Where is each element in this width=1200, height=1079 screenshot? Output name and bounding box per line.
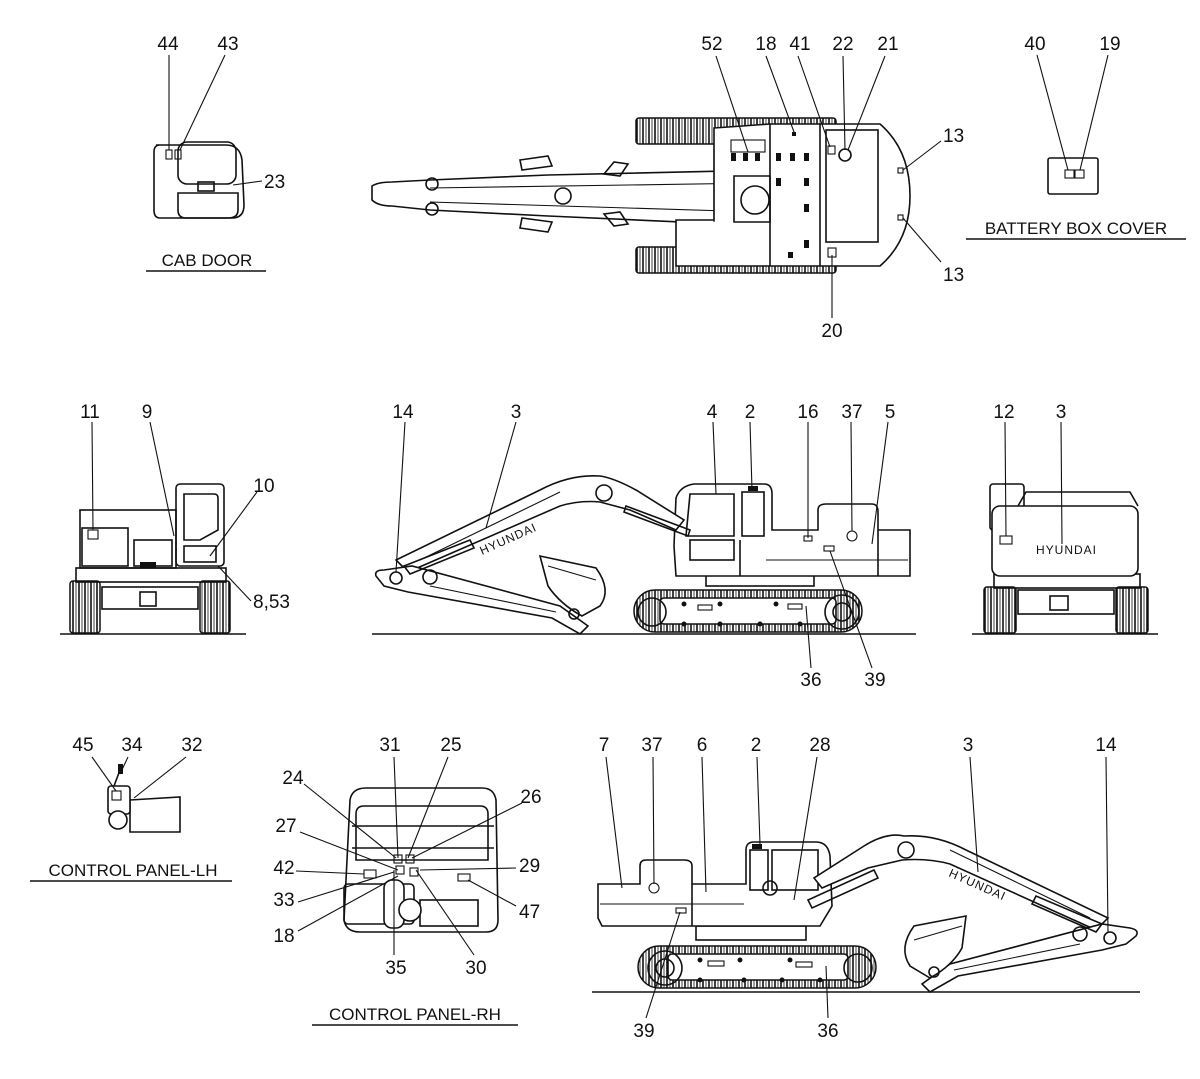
callout-top-13-lower: 13 bbox=[943, 265, 964, 286]
callout-cp-rh-27: 27 bbox=[275, 816, 296, 837]
callout-front-11: 11 bbox=[80, 402, 100, 423]
callout-cp-lh-45: 45 bbox=[72, 735, 93, 756]
bottom-side-view: HYUNDAI 7 37 6 2 28 3 14 39 36 bbox=[592, 735, 1140, 1042]
callout-cp-rh-26: 26 bbox=[520, 787, 541, 808]
callout-bottom-3: 3 bbox=[963, 735, 974, 756]
title-control-panel-lh: CONTROL PANEL-LH bbox=[48, 861, 217, 880]
callout-rear-12: 12 bbox=[993, 402, 1014, 423]
callout-cp-rh-47: 47 bbox=[519, 902, 540, 923]
brand-label-rear-view: HYUNDAI bbox=[1036, 543, 1097, 557]
title-cab-door: CAB DOOR bbox=[162, 251, 253, 270]
callout-bottom-2: 2 bbox=[751, 735, 762, 756]
callout-side-5: 5 bbox=[885, 402, 896, 423]
callout-cab-door-43: 43 bbox=[217, 34, 238, 55]
control-panel-lh-view: 45 34 32 CONTROL PANEL-LH bbox=[30, 735, 232, 882]
front-view: 11 9 10 8,53 bbox=[60, 402, 290, 635]
callout-front-8-53: 8,53 bbox=[253, 592, 290, 613]
callout-side-14: 14 bbox=[392, 402, 414, 423]
callout-cp-rh-30: 30 bbox=[465, 958, 486, 979]
callout-cp-rh-29: 29 bbox=[519, 856, 540, 877]
battery-box-cover-view: 40 19 BATTERY BOX COVER bbox=[966, 34, 1186, 240]
callout-bottom-6: 6 bbox=[697, 735, 708, 756]
callout-cp-rh-35: 35 bbox=[385, 958, 406, 979]
callout-top-52: 52 bbox=[701, 34, 722, 55]
side-view: HYUNDAI 14 3 4 2 16 37 5 36 39 bbox=[372, 402, 916, 691]
callout-bottom-36: 36 bbox=[817, 1021, 838, 1042]
title-battery-box-cover: BATTERY BOX COVER bbox=[985, 219, 1167, 238]
callout-bottom-7: 7 bbox=[599, 735, 610, 756]
callout-cab-door-44: 44 bbox=[157, 34, 179, 55]
callout-top-20: 20 bbox=[821, 321, 842, 342]
rear-view: HYUNDAI 12 3 bbox=[972, 402, 1158, 635]
callout-top-18: 18 bbox=[755, 34, 776, 55]
callout-battery-40: 40 bbox=[1024, 34, 1045, 55]
callout-top-13-upper: 13 bbox=[943, 126, 964, 147]
callout-bottom-37: 37 bbox=[641, 735, 662, 756]
callout-cp-lh-32: 32 bbox=[181, 735, 202, 756]
top-view: 52 18 41 22 21 13 13 20 bbox=[371, 34, 964, 342]
callout-top-21: 21 bbox=[877, 34, 898, 55]
callout-top-41: 41 bbox=[789, 34, 810, 55]
callout-side-36: 36 bbox=[800, 670, 821, 691]
callout-side-37: 37 bbox=[841, 402, 862, 423]
callout-front-10: 10 bbox=[253, 476, 274, 497]
callout-cp-lh-34: 34 bbox=[121, 735, 143, 756]
callout-cp-rh-31: 31 bbox=[379, 735, 400, 756]
callout-front-9: 9 bbox=[142, 402, 153, 423]
callout-cp-rh-24: 24 bbox=[282, 768, 304, 789]
control-panel-rh-view: 31 25 24 26 27 29 42 47 33 18 35 30 CONT… bbox=[273, 735, 542, 1026]
callout-top-22: 22 bbox=[832, 34, 853, 55]
callout-cab-door-23: 23 bbox=[264, 172, 285, 193]
callout-side-39: 39 bbox=[864, 670, 885, 691]
callout-side-3: 3 bbox=[511, 402, 522, 423]
callout-cp-rh-25: 25 bbox=[440, 735, 461, 756]
title-control-panel-rh: CONTROL PANEL-RH bbox=[329, 1005, 501, 1024]
callout-cp-rh-42: 42 bbox=[273, 858, 294, 879]
callout-rear-3: 3 bbox=[1056, 402, 1067, 423]
callout-side-16: 16 bbox=[797, 402, 818, 423]
callout-cp-rh-18: 18 bbox=[273, 926, 294, 947]
callout-side-4: 4 bbox=[707, 402, 718, 423]
callout-bottom-39: 39 bbox=[633, 1021, 654, 1042]
callout-side-2: 2 bbox=[745, 402, 756, 423]
callout-cp-rh-33: 33 bbox=[273, 890, 294, 911]
cab-door-view: 44 43 23 CAB DOOR bbox=[146, 34, 285, 272]
callout-battery-19: 19 bbox=[1099, 34, 1120, 55]
callout-bottom-28: 28 bbox=[809, 735, 830, 756]
callout-bottom-14: 14 bbox=[1095, 735, 1117, 756]
